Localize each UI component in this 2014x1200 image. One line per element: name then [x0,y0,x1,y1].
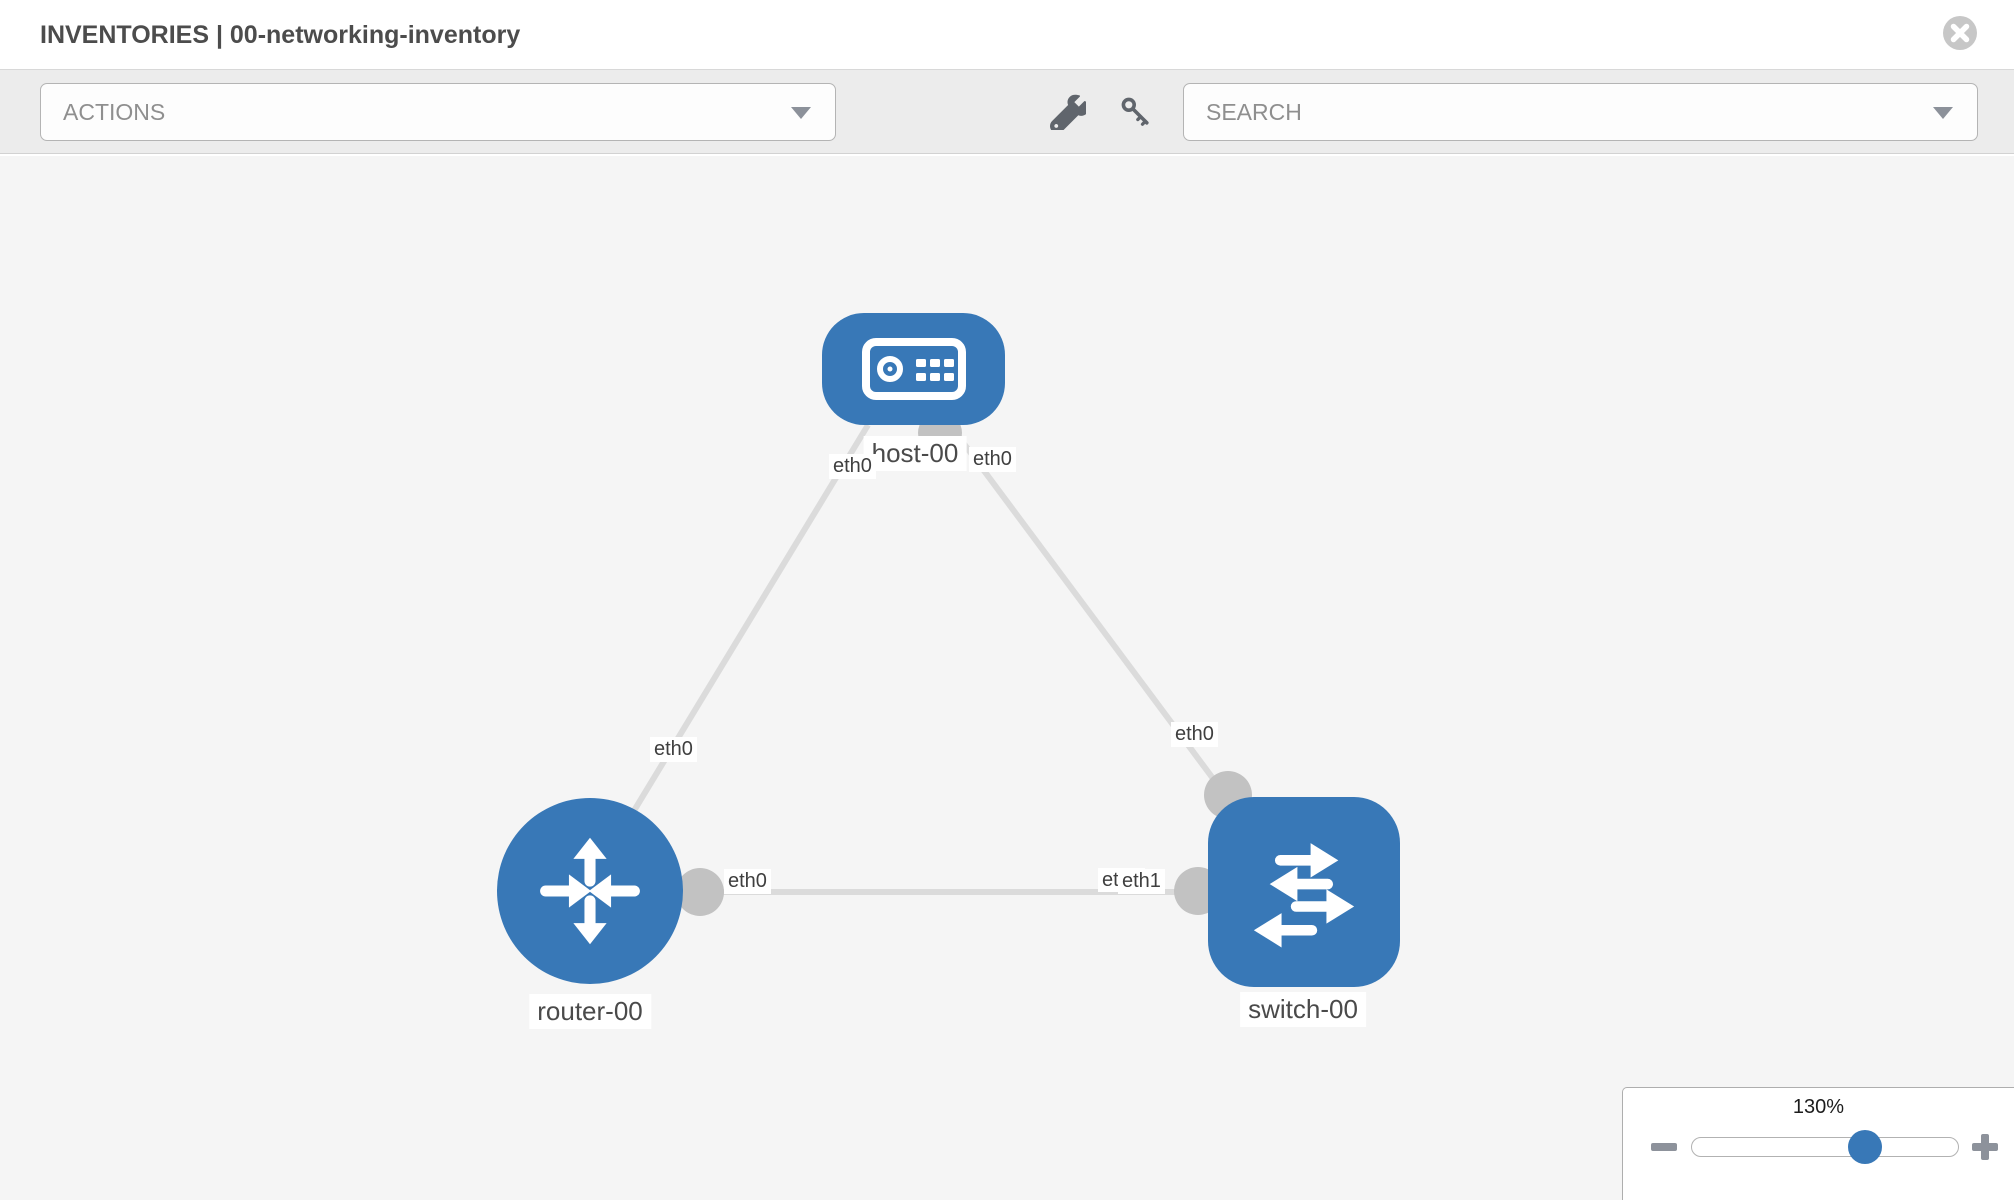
zoom-level-value: 130% [1792,1096,1845,1118]
wrench-icon[interactable] [1050,94,1086,130]
router-icon [540,837,640,945]
interface-label-host-to-switch: eth0 [969,447,1016,472]
chevron-down-icon [791,107,811,119]
connector-router-right [676,868,724,916]
node-router-00[interactable] [497,798,683,984]
node-host-00[interactable] [822,313,1005,425]
interface-label-switch-to-host: eth0 [1171,722,1218,747]
chevron-down-icon [1933,107,1953,119]
interface-label-router-to-switch: eth0 [724,869,771,894]
interface-label-switch-to-router: eth0 eth1 [1098,868,1165,894]
zoom-slider-row [1623,1119,2014,1179]
toolbar: ACTIONS SEARCH [0,70,2014,154]
node-label-router: router-00 [529,994,651,1029]
actions-dropdown[interactable]: ACTIONS [40,83,836,141]
switch-icon [1253,843,1355,948]
interface-label-eth1: eth1 [1118,869,1165,894]
topology-canvas[interactable]: host-00 router-00 switch-00 eth0 eth0 et… [0,156,2014,1200]
topology-links [629,411,1252,916]
close-icon[interactable] [1942,15,1978,51]
zoom-slider-track[interactable] [1691,1130,1959,1164]
node-switch-00[interactable] [1208,797,1400,987]
zoom-panel: 130% [1622,1087,2014,1200]
interface-label-router-to-host: eth0 [650,737,697,762]
node-label-switch: switch-00 [1240,992,1366,1027]
host-icon [861,338,966,400]
zoom-slider-handle[interactable] [1848,1130,1882,1164]
search-dropdown-label: SEARCH [1206,98,1302,125]
node-label-host: host-00 [863,436,967,471]
key-icon[interactable] [1118,94,1154,130]
interface-label-host-to-router: eth0 [829,454,876,479]
zoom-in-plus-icon[interactable] [1972,1134,1998,1160]
actions-dropdown-label: ACTIONS [63,98,166,125]
search-dropdown[interactable]: SEARCH [1183,83,1978,141]
header: INVENTORIES | 00-networking-inventory [0,0,2014,70]
page-title: INVENTORIES | 00-networking-inventory [40,21,521,49]
zoom-out-minus-icon[interactable] [1651,1143,1677,1151]
